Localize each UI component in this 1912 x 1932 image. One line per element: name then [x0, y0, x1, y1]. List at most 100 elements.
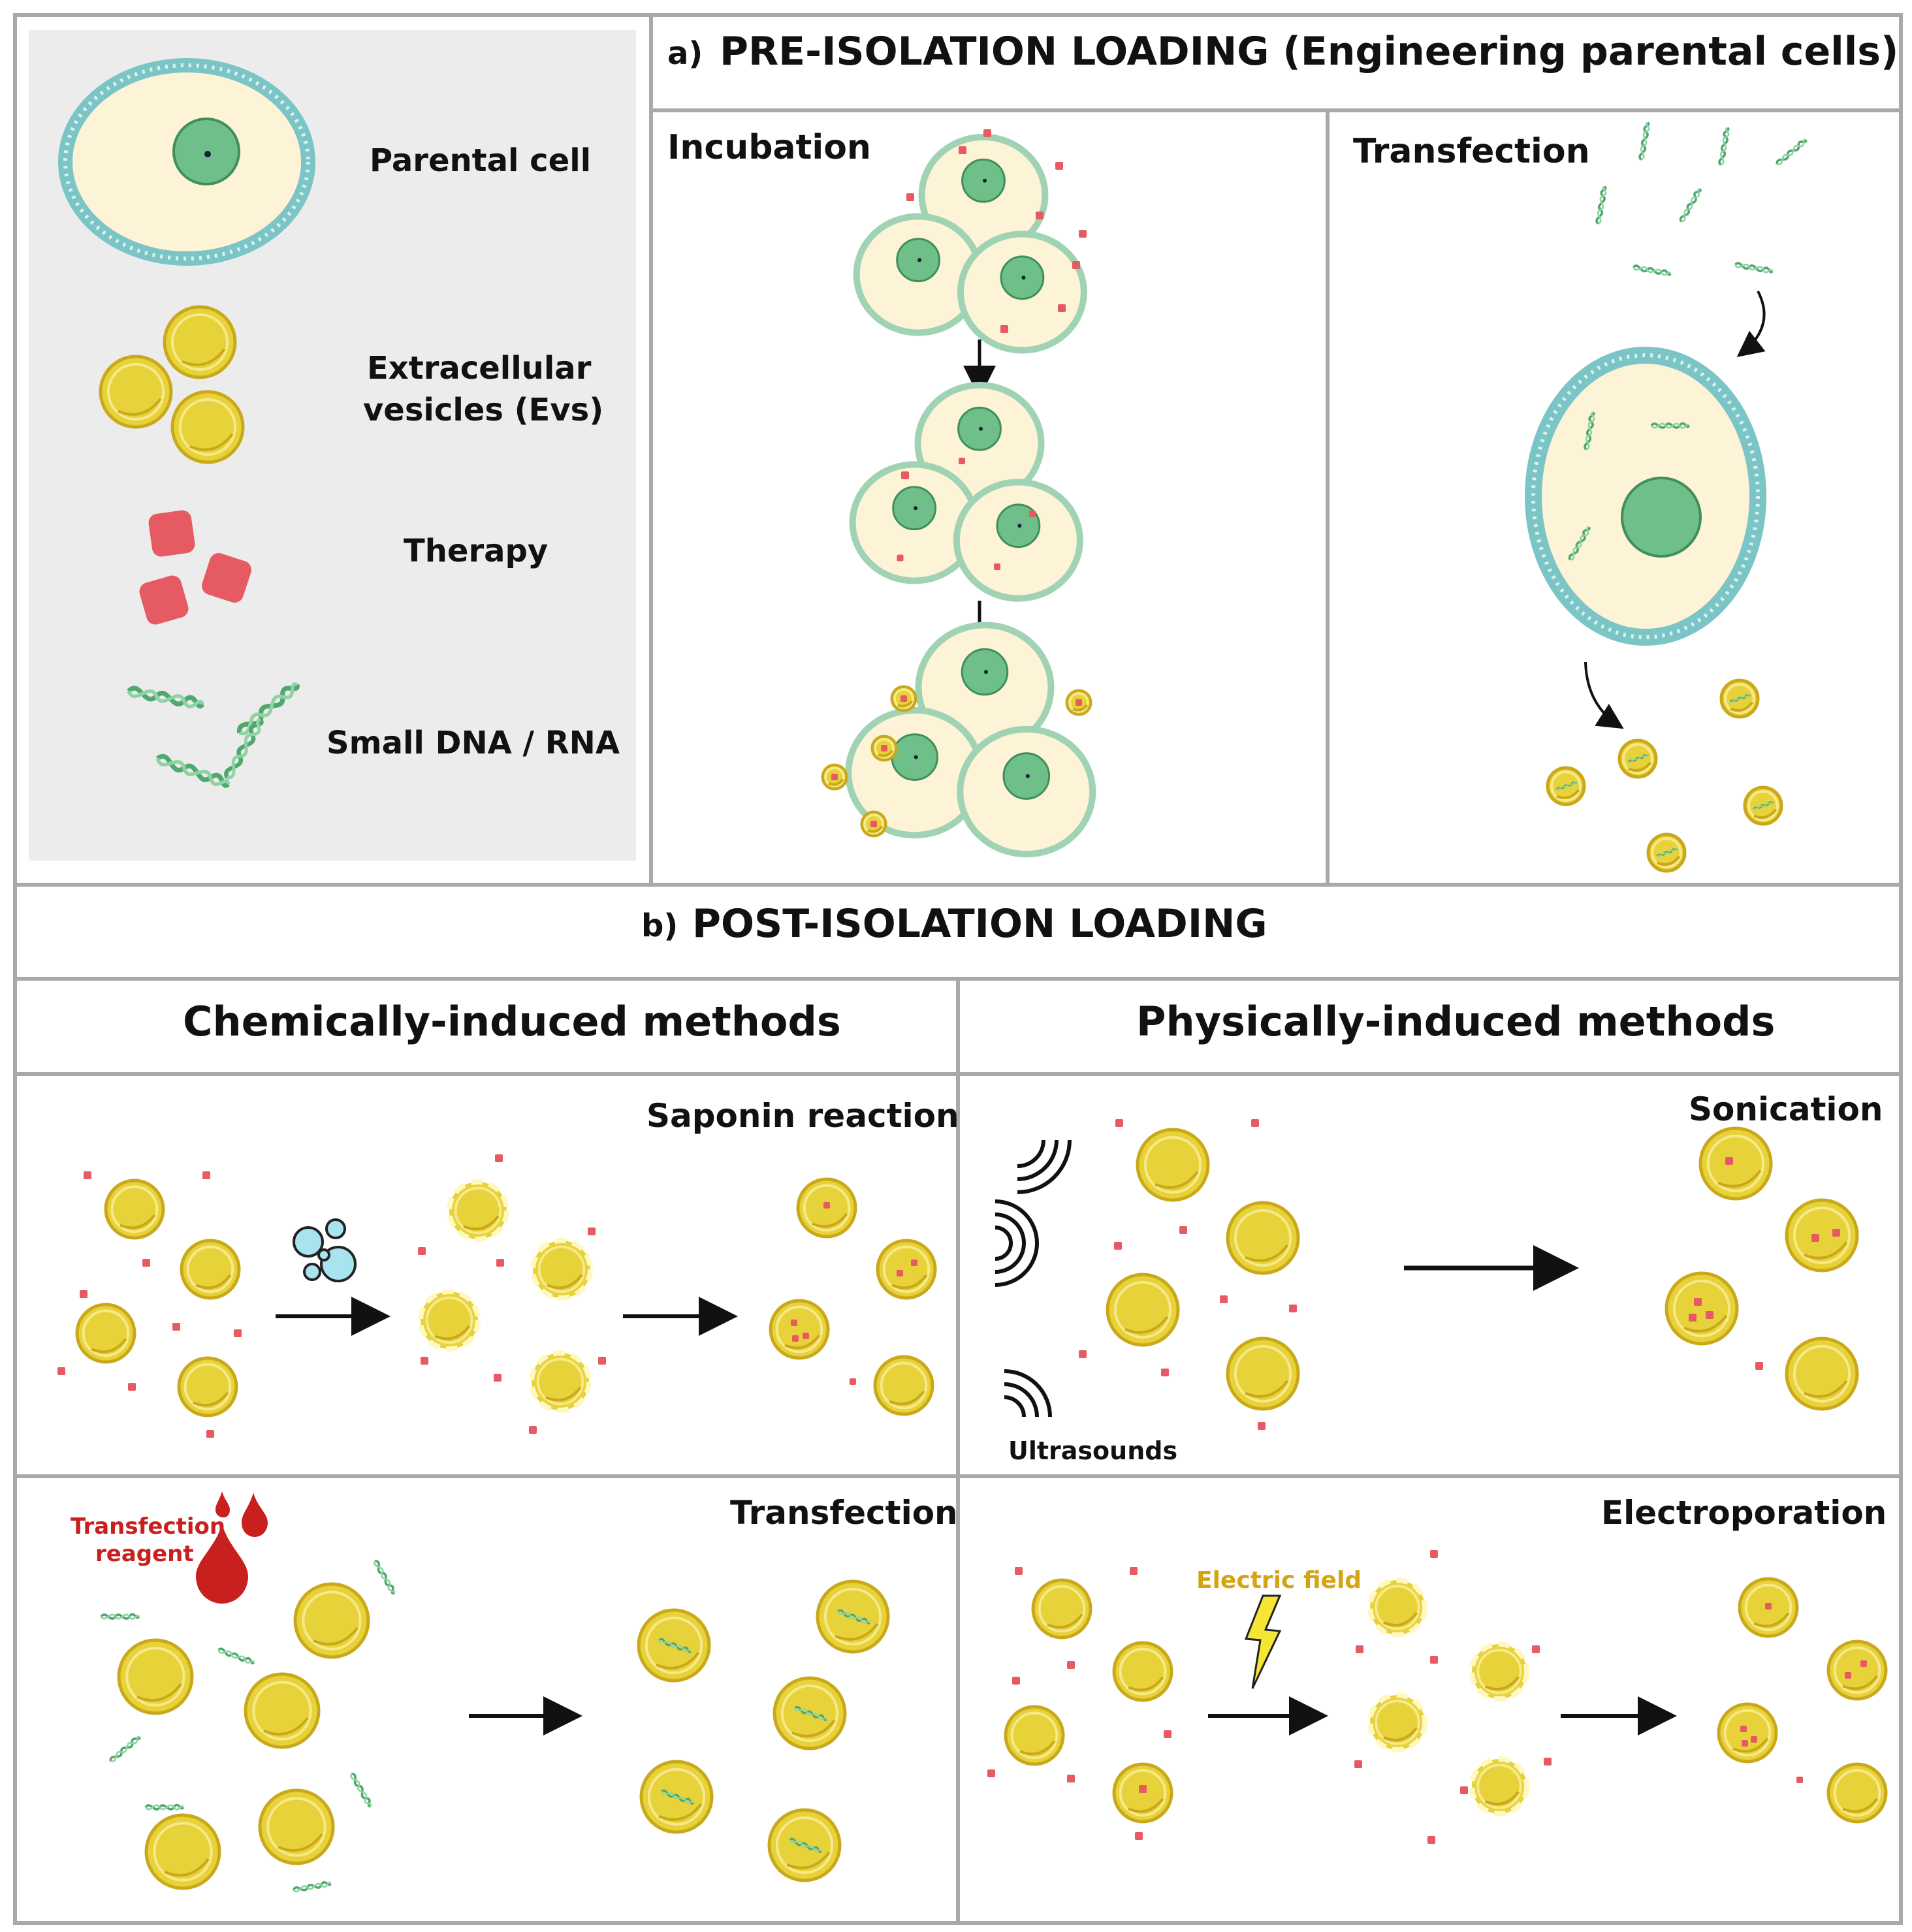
ev-icon	[1367, 1577, 1427, 1638]
dna-icon	[109, 1735, 141, 1763]
drug-dot	[1115, 1119, 1123, 1127]
droplet-icon	[196, 1491, 268, 1604]
ev-icon	[821, 763, 848, 791]
drug-dot	[80, 1290, 88, 1298]
drug-dot	[1114, 1242, 1122, 1250]
drug-dot	[994, 563, 1000, 570]
physical-header: Physically-induced methods	[1136, 998, 1776, 1045]
drug-dot	[128, 1383, 136, 1391]
ev-icon	[1112, 1641, 1173, 1702]
sonication-label: Sonication	[1689, 1090, 1883, 1128]
drug-dot	[142, 1259, 150, 1267]
cell-icon	[957, 230, 1087, 354]
drug-dot	[959, 146, 966, 154]
drug-dot	[792, 1335, 799, 1342]
ev-icon	[418, 1289, 481, 1352]
dna-icon	[794, 1705, 827, 1721]
dna-icon	[1568, 526, 1591, 561]
ev-icon	[773, 1676, 847, 1750]
ev-icon	[1646, 832, 1687, 873]
therapy-icon	[148, 510, 195, 557]
dna-icon	[155, 754, 231, 788]
saponin-label: Saponin reaction	[646, 1097, 959, 1135]
drug-dot	[234, 1329, 242, 1337]
ev-icon	[1717, 1702, 1778, 1764]
drug-dot	[1725, 1157, 1733, 1165]
transfection-reagent-line2: reagent	[95, 1541, 194, 1567]
ev-icon	[163, 305, 237, 379]
section-b-title: POST-ISOLATION LOADING	[692, 901, 1267, 947]
legend-parental-cell: Parental cell	[370, 142, 592, 179]
drug-dot	[1356, 1645, 1363, 1653]
therapy-icon	[139, 575, 189, 625]
dna-icon	[374, 1559, 396, 1595]
ev-icon	[180, 1239, 241, 1300]
ev-icon	[1004, 1705, 1065, 1766]
electroporation-panel	[956, 1474, 1903, 1925]
drug-dot	[57, 1367, 65, 1375]
ev-icon	[769, 1299, 830, 1360]
section-b-prefix: b)	[641, 908, 678, 944]
sound-wave-icon	[1004, 1369, 1052, 1417]
dna-icon	[237, 682, 300, 736]
legend-evs-line2: vesicles (Evs)	[363, 392, 604, 428]
drug-dot	[906, 193, 914, 201]
legend-therapy: Therapy	[404, 533, 549, 569]
dna-icon	[350, 1772, 372, 1808]
ev-icon	[1106, 1273, 1180, 1347]
ev-icon	[1743, 785, 1783, 826]
dna-icon	[1584, 411, 1595, 451]
drug-dot	[494, 1374, 502, 1382]
ev-icon	[767, 1808, 842, 1882]
drug-dot	[1036, 212, 1044, 219]
ev-icon	[244, 1672, 321, 1749]
saponin-panel	[13, 1072, 960, 1478]
drug-dot	[172, 1323, 180, 1331]
transfection-b-label: Transfection	[730, 1494, 958, 1532]
cell-icon	[957, 725, 1096, 858]
drug-dot	[1532, 1645, 1540, 1653]
dna-icon	[1776, 138, 1808, 166]
chemical-header: Chemically-induced methods	[183, 998, 841, 1045]
dna-icon	[1627, 753, 1649, 763]
drug-dot	[1706, 1311, 1713, 1319]
drug-dot	[870, 821, 877, 827]
dna-icon	[1595, 185, 1607, 225]
drug-dot	[1811, 1234, 1819, 1242]
drug-dot	[1755, 1362, 1763, 1370]
drug-dot	[987, 1769, 995, 1777]
ev-icon	[75, 1303, 136, 1364]
drug-dot	[1860, 1660, 1867, 1667]
drug-dot	[791, 1320, 797, 1326]
drug-dot	[900, 695, 907, 702]
chemical-header-box	[13, 977, 960, 1076]
drug-dot	[803, 1333, 809, 1339]
drug-dot	[1742, 1740, 1748, 1747]
ev-icon	[1367, 1692, 1427, 1752]
ev-icon	[816, 1579, 890, 1654]
drug-dot	[1430, 1656, 1438, 1664]
drug-dot	[529, 1426, 537, 1434]
ev-icon	[1226, 1337, 1300, 1411]
dna-icon	[658, 1638, 692, 1653]
ev-icon	[104, 1179, 165, 1240]
drug-dot	[1751, 1736, 1757, 1743]
drug-dot	[1460, 1786, 1468, 1794]
drug-dot	[1220, 1295, 1228, 1303]
ev-icon	[1469, 1641, 1529, 1702]
dna-icon	[1718, 127, 1730, 166]
dna-icon	[224, 718, 264, 780]
drug-dot	[1139, 1785, 1147, 1793]
dna-icon	[789, 1837, 822, 1853]
ev-icon	[1698, 1126, 1773, 1201]
section-a-title: PRE-ISOLATION LOADING (Engineering paren…	[720, 29, 1899, 74]
drug-dot	[1015, 1567, 1023, 1575]
drug-dot	[1076, 699, 1082, 706]
drug-dot	[881, 745, 887, 752]
cell-icon	[58, 58, 315, 266]
drug-dot	[1689, 1314, 1697, 1322]
drug-dot	[418, 1247, 426, 1255]
drug-dot	[495, 1154, 503, 1162]
drug-dot	[1067, 1661, 1075, 1669]
